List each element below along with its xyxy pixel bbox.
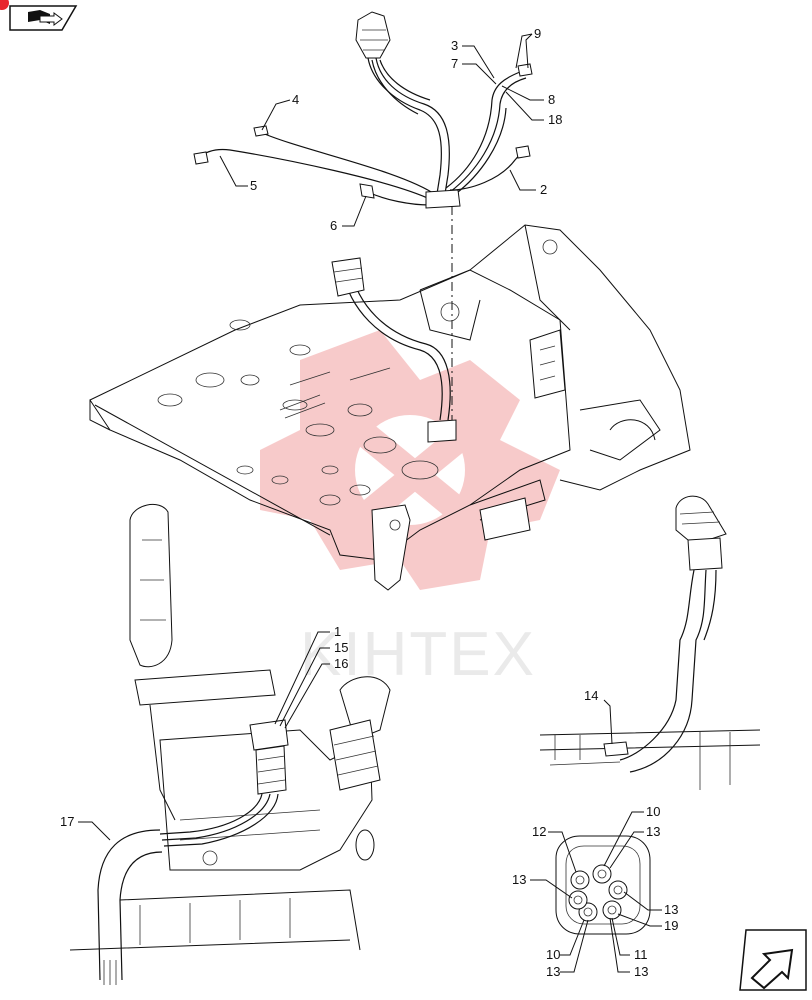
callout-19: 19	[664, 918, 678, 933]
red-badge	[0, 0, 9, 10]
callout-17: 17	[60, 814, 74, 829]
upper-hose-harness	[193, 11, 533, 440]
right-joystick-detail	[539, 495, 761, 790]
callout-12: 12	[532, 824, 546, 839]
callout-10-bottom: 10	[546, 947, 560, 962]
callout-18: 18	[548, 112, 562, 127]
callout-8: 8	[548, 92, 555, 107]
callout-16: 16	[334, 656, 348, 671]
leader-lines	[78, 33, 662, 973]
book-icon	[28, 10, 63, 26]
callout-11: 11	[634, 947, 648, 962]
machine-frame	[89, 224, 691, 591]
book-nav-button[interactable]	[0, 0, 78, 31]
callout-7: 7	[451, 56, 458, 71]
callout-14: 14	[584, 688, 598, 703]
callout-10-top: 10	[646, 804, 660, 819]
callout-15: 15	[334, 640, 348, 655]
callout-13-bottom-right: 13	[634, 964, 648, 979]
callout-3: 3	[451, 38, 458, 53]
callout-13-left: 13	[512, 872, 526, 887]
connector-face-detail	[555, 835, 651, 935]
next-page-arrow-icon	[750, 948, 794, 990]
callout-1: 1	[334, 624, 341, 639]
watermark-text: KIHTEX	[300, 620, 536, 689]
callout-13-top: 13	[646, 824, 660, 839]
callout-9: 9	[534, 26, 541, 41]
callout-13-bottom-left: 13	[546, 964, 560, 979]
callout-4: 4	[292, 92, 299, 107]
watermark-gear-logo	[260, 330, 560, 590]
callout-5: 5	[250, 178, 257, 193]
callout-13-right: 13	[664, 902, 678, 917]
callout-6: 6	[330, 218, 337, 233]
seat-console-assembly	[69, 503, 391, 985]
callout-labels: 1 2 3 4 5 6 7 8 9 10 10 11 12 13 13 13 1…	[60, 26, 678, 979]
next-page-button[interactable]	[739, 929, 807, 991]
callout-2: 2	[540, 182, 547, 197]
